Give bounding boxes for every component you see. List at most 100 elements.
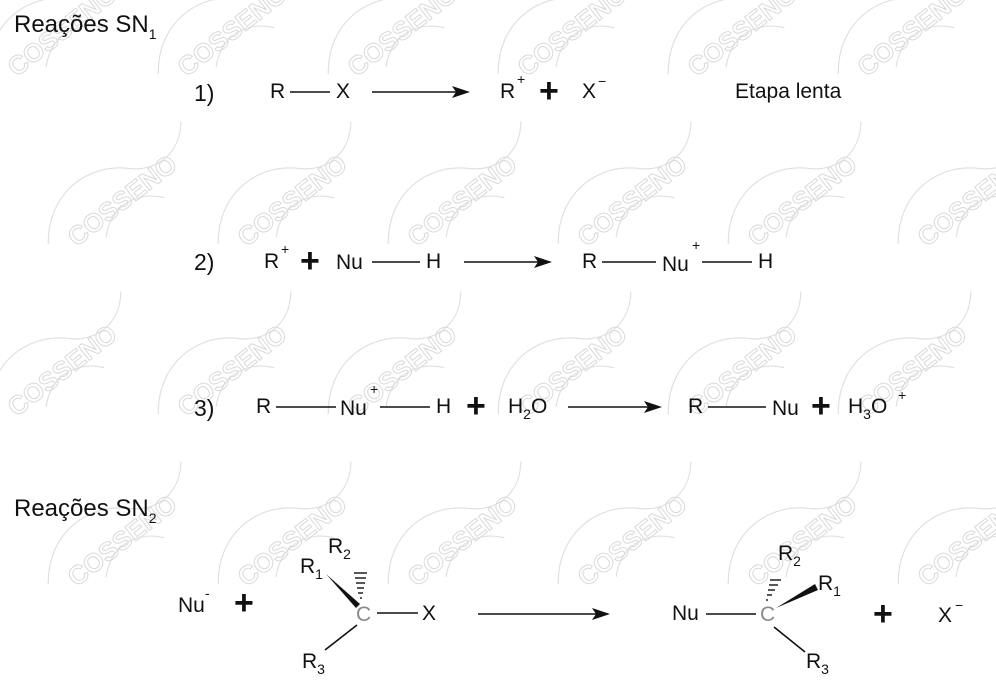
step-2-plus: + <box>300 242 320 280</box>
sn1-title: Reações SN1 <box>14 11 157 42</box>
sn2-section: Reações SN2 Nu - + R1 R2 C X R3 <box>14 495 963 677</box>
watermark-logo: COSSENO <box>157 0 293 83</box>
step-1-product-x: X <box>582 80 596 103</box>
watermark-logo: COSSENO <box>217 121 353 253</box>
sn2-title: Reações SN2 <box>14 495 157 526</box>
step-3-hydronium-charge: + <box>898 387 906 403</box>
substrate-c-r3-bond <box>324 624 358 651</box>
substrate-r2: R2 <box>328 535 351 562</box>
step-1-product-r: R <box>500 80 515 103</box>
step-2-reactant-r: R <box>264 250 279 273</box>
svg-text:COSSENO: COSSENO <box>172 0 293 82</box>
watermark-logo: COSSENO <box>727 461 863 593</box>
sn2-nucleophile: Nu <box>178 594 205 617</box>
step-2-product-nu-charge: + <box>692 237 700 253</box>
product-nu: Nu <box>672 602 699 625</box>
watermark-logo: COSSENO <box>727 121 863 253</box>
product-hash-bond <box>766 579 781 601</box>
product-c-r3-bond <box>773 626 806 653</box>
svg-text:COSSENO: COSSENO <box>342 0 463 82</box>
step-1-number: 1) <box>194 80 214 106</box>
step-3-product-nu: Nu <box>772 397 799 420</box>
step-3-reactant-r: R <box>256 395 271 418</box>
step-1-product-r-charge: + <box>517 71 525 87</box>
step-2-product-r: R <box>582 250 597 273</box>
watermark-logo: COSSENO <box>387 121 523 253</box>
product-r2: R2 <box>778 542 801 569</box>
svg-text:COSSENO: COSSENO <box>402 149 523 253</box>
svg-text:COSSENO: COSSENO <box>572 149 693 253</box>
product-r3: R3 <box>806 650 829 677</box>
watermark-logo: COSSENO <box>157 291 293 423</box>
substrate-r1: R1 <box>300 555 323 582</box>
sn1-step-1: 1) R X R + + X − Etapa lenta <box>194 71 842 110</box>
sn2-product: Nu C R2 R1 R3 <box>672 542 841 677</box>
step-3-plus-2: + <box>811 387 831 425</box>
sn2-leaving-group-charge: − <box>955 597 963 613</box>
watermark-logo: COSSENO <box>47 121 183 253</box>
step-3-arrow <box>568 401 662 413</box>
sn1-step-2: 2) R + + Nu H R Nu + H <box>194 237 773 280</box>
step-3-plus-1: + <box>466 387 486 425</box>
sn2-nucleophile-charge: - <box>205 585 210 601</box>
step-1-reactant-r: R <box>270 80 285 103</box>
substrate-carbon: C <box>356 603 371 626</box>
step-2-product-nu: Nu <box>662 253 689 276</box>
step-3-number: 3) <box>194 395 214 421</box>
sn2-plus-1: + <box>234 584 254 622</box>
step-3-reactant-h: H <box>436 395 451 418</box>
step-2-arrow <box>464 256 552 268</box>
step-2-product-h: H <box>758 250 773 273</box>
sn2-arrow <box>478 608 610 620</box>
watermark-logo: COSSENO <box>897 461 996 593</box>
product-r1: R1 <box>818 572 841 599</box>
svg-text:COSSENO: COSSENO <box>912 489 996 593</box>
step-3-product-r: R <box>688 395 703 418</box>
svg-text:COSSENO: COSSENO <box>512 0 633 82</box>
step-1-reactant-x: X <box>336 80 350 103</box>
step-3-reactant-nu-charge: + <box>370 381 378 397</box>
watermark-logo: COSSENO <box>667 291 803 423</box>
step-3-hydronium: H3O <box>848 395 887 422</box>
watermark-logo: COSSENO <box>327 291 463 423</box>
watermark-logo: COSSENO <box>0 291 123 423</box>
step-2-reactant-h: H <box>426 250 441 273</box>
svg-text:COSSENO: COSSENO <box>62 149 183 253</box>
svg-text:COSSENO: COSSENO <box>682 0 803 82</box>
substrate-wedge-bond <box>326 574 360 608</box>
sn1-step-3: 3) R Nu + H + H2O R Nu + H3O + <box>194 381 906 425</box>
sn2-substrate: R1 R2 C X R3 <box>300 535 436 677</box>
svg-text:COSSENO: COSSENO <box>232 149 353 253</box>
watermark-logo: COSSENO <box>837 0 973 83</box>
watermark-logo: COSSENO <box>387 461 523 593</box>
watermark-logo: COSSENO <box>897 121 996 253</box>
step-2-number: 2) <box>194 249 214 275</box>
sn2-plus-2: + <box>873 595 893 633</box>
svg-text:COSSENO: COSSENO <box>742 149 863 253</box>
step-1-plus: + <box>539 72 559 110</box>
watermark-logo: COSSENO <box>837 291 973 423</box>
step-2-reactant-r-charge: + <box>281 241 289 257</box>
substrate-r3: R3 <box>302 650 325 677</box>
watermark-logo: COSSENO <box>557 461 693 593</box>
watermark-logo: COSSENO <box>217 461 353 593</box>
svg-text:COSSENO: COSSENO <box>852 0 973 82</box>
step-1-product-x-charge: − <box>598 73 606 89</box>
substrate-x: X <box>422 602 436 625</box>
svg-text:COSSENO: COSSENO <box>2 319 123 423</box>
watermark-logo: COSSENO <box>47 461 183 593</box>
step-1-arrow <box>372 86 470 98</box>
step-3-reactant-nu: Nu <box>340 397 367 420</box>
svg-text:COSSENO: COSSENO <box>172 319 293 423</box>
sn1-section: Reações SN1 1) R X R + + X − Etapa lenta… <box>14 11 906 425</box>
sn2-leaving-group: X <box>938 604 952 627</box>
svg-text:COSSENO: COSSENO <box>402 489 523 593</box>
step-1-note: Etapa lenta <box>735 80 842 103</box>
step-2-reactant-nu: Nu <box>336 251 363 274</box>
step-3-water: H2O <box>508 395 547 422</box>
substrate-hash-bond <box>354 572 367 599</box>
svg-text:COSSENO: COSSENO <box>572 489 693 593</box>
product-carbon: C <box>760 603 775 626</box>
watermark-logo: COSSENO <box>497 291 633 423</box>
